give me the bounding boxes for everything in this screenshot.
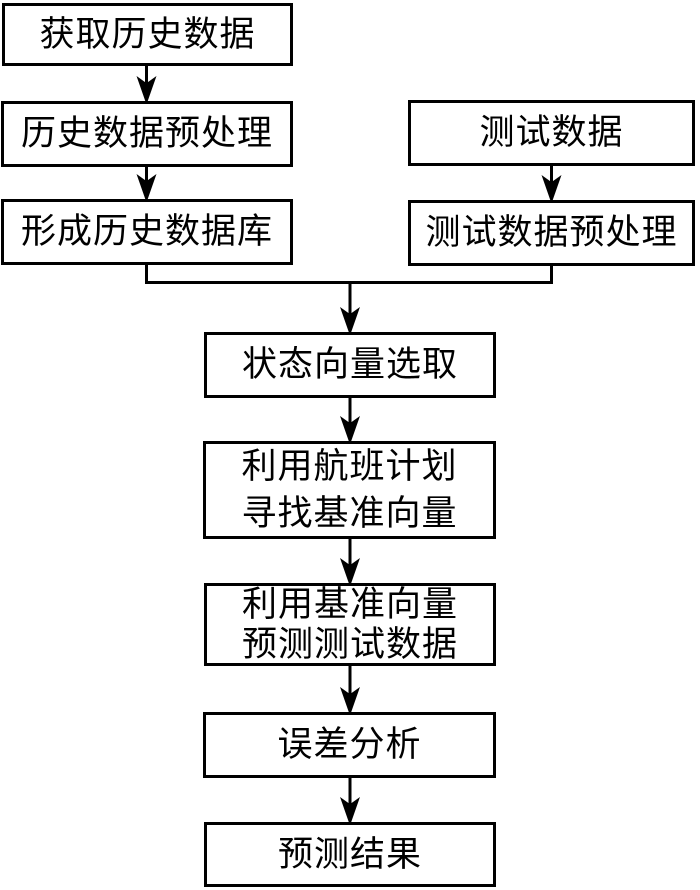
arrow-test-data-to-test-preprocess [541, 164, 562, 204]
arrow-merge-to-state-vector [340, 282, 360, 336]
arrow-predict-to-error-analysis [340, 664, 360, 716]
node-form-history-database: 形成历史数据库 [1, 199, 293, 265]
node-get-history-data: 获取历史数据 [2, 3, 293, 66]
node-prediction-result: 预测结果 [204, 822, 496, 887]
node-state-vector-selection: 状态向量选取 [204, 332, 496, 398]
arrow-preprocess-to-hist-db [136, 165, 157, 203]
node-line-2: 预测测试数据 [241, 624, 458, 664]
arrow-get-history-to-preprocess [136, 64, 157, 105]
node-history-data-preprocess: 历史数据预处理 [1, 101, 293, 167]
node-predict-test-data: 利用基准向量 预测测试数据 [204, 583, 496, 666]
node-line-1: 利用基准向量 [241, 584, 458, 624]
arrow-find-ref-to-predict [340, 537, 360, 587]
arrow-state-vector-to-find-ref [340, 396, 360, 445]
node-test-data-preprocess: 测试数据预处理 [408, 200, 695, 266]
arrow-error-analysis-to-result [340, 776, 360, 826]
node-error-analysis: 误差分析 [203, 712, 496, 778]
node-line-2: 寻找基准向量 [241, 494, 458, 533]
node-find-reference-vector: 利用航班计划 寻找基准向量 [203, 441, 496, 539]
node-line-1: 利用航班计划 [241, 447, 458, 486]
node-test-data: 测试数据 [408, 100, 695, 166]
